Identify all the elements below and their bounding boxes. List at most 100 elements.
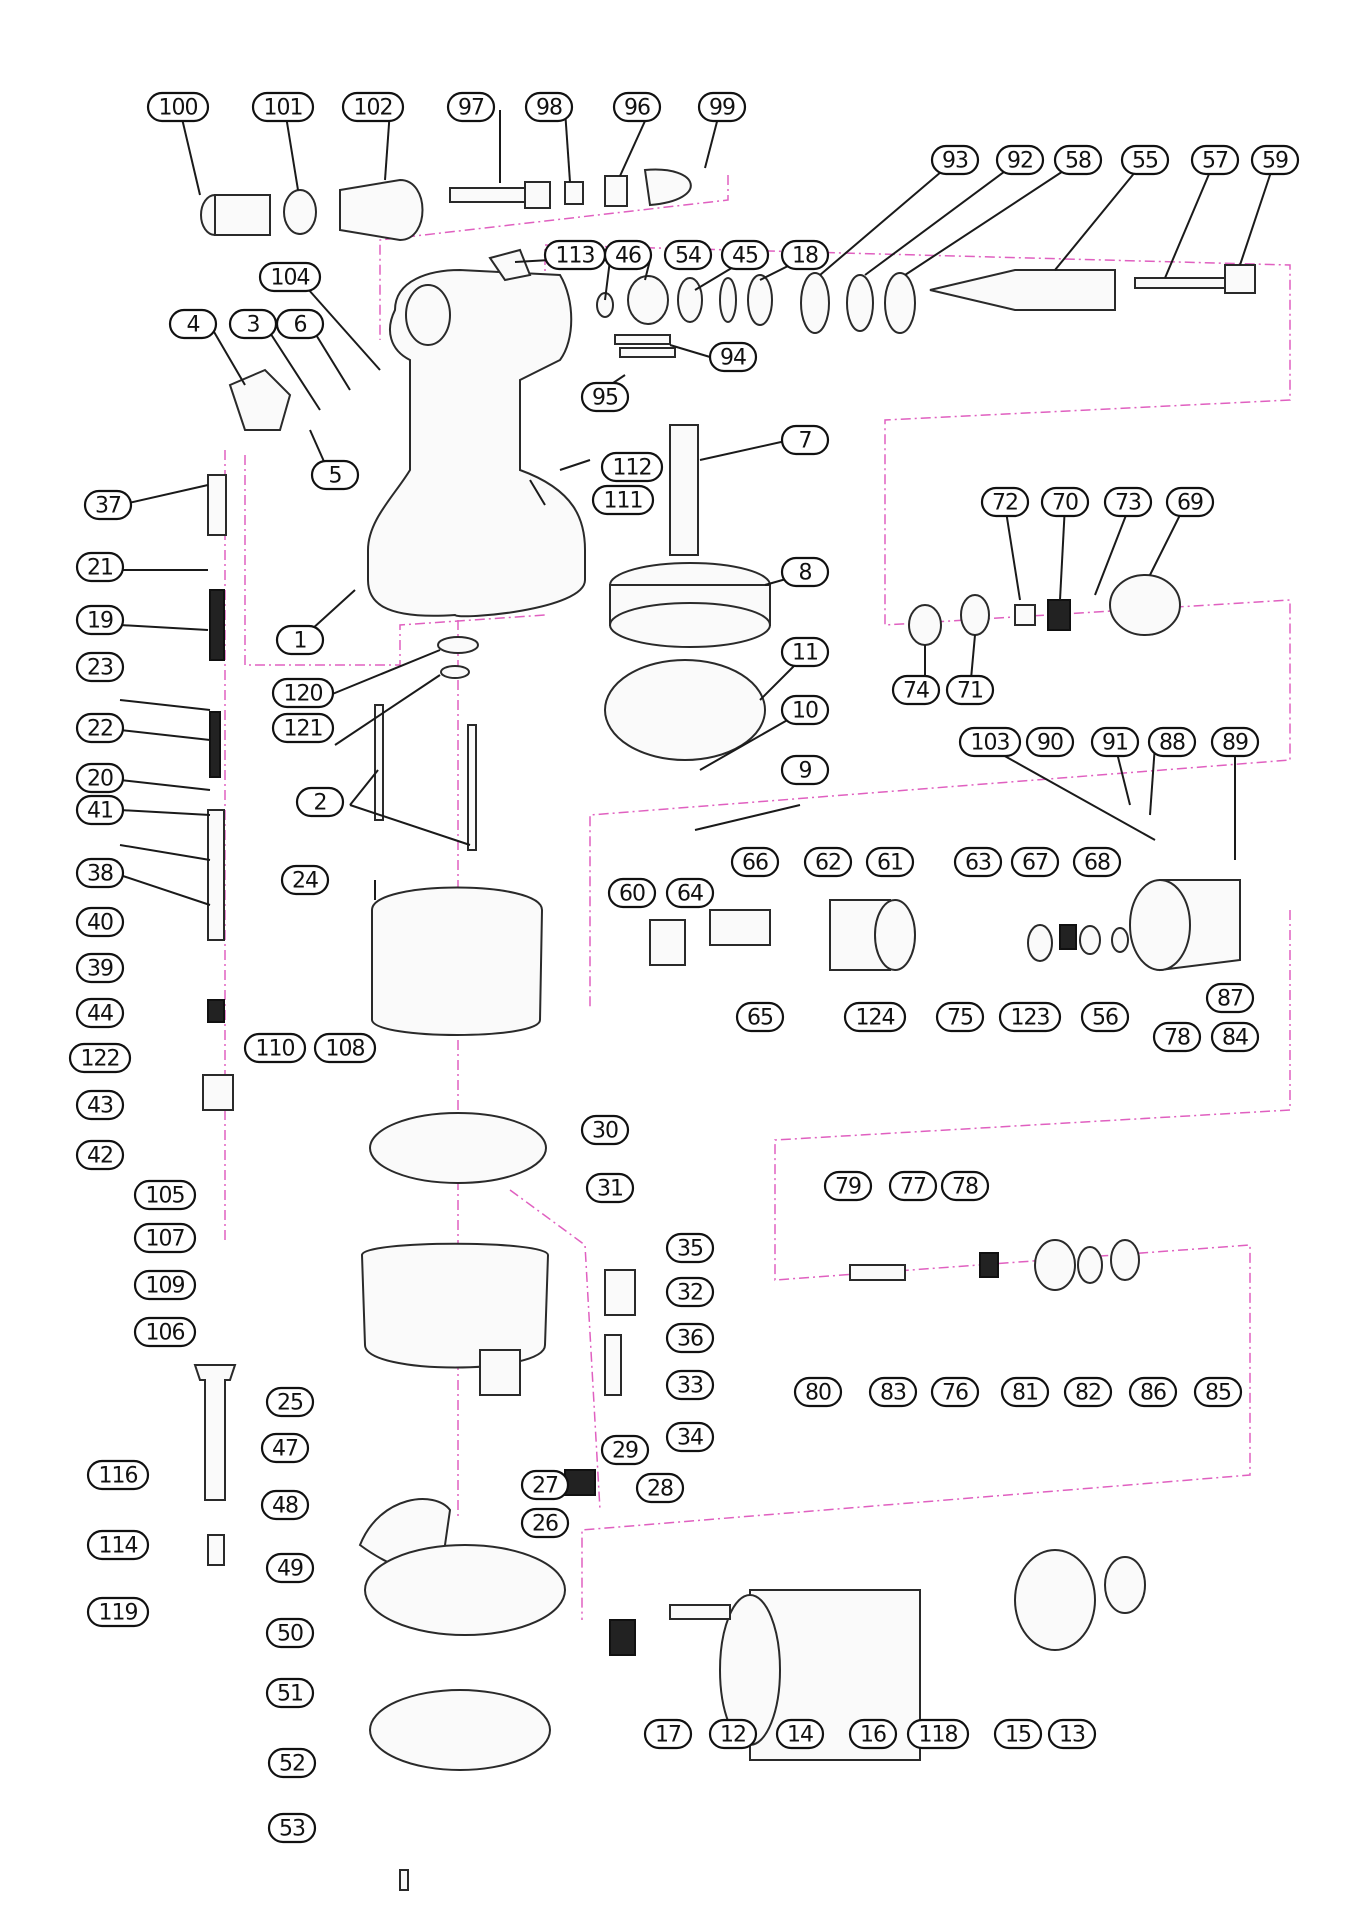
callout-49: 49 (265, 1552, 315, 1584)
callout-badge-outline (591, 484, 655, 516)
callout-number: 30 (592, 1119, 618, 1144)
callout-badge-outline (265, 1552, 315, 1584)
callout-number: 59 (1262, 149, 1288, 174)
callout-badge-outline (643, 1718, 693, 1750)
callout-number: 52 (279, 1752, 305, 1777)
callout-number: 118 (919, 1723, 958, 1748)
callout-81: 81 (1000, 1376, 1050, 1408)
callout-55: 55 (1120, 144, 1170, 176)
callout-badge-outline (146, 91, 210, 123)
callout-badge-outline (1165, 486, 1215, 518)
callout-67: 67 (1010, 846, 1060, 878)
callout-number: 103 (971, 731, 1010, 756)
callout-42: 42 (75, 1139, 125, 1171)
callout-number: 10 (792, 699, 818, 724)
callout-badge-outline (793, 1376, 843, 1408)
callout-number: 1 (294, 629, 307, 654)
callout-number: 8 (799, 561, 812, 586)
callout-number: 28 (647, 1477, 673, 1502)
callout-badge-outline (635, 1472, 685, 1504)
callout-number: 12 (720, 1723, 746, 1748)
callout-93: 93 (930, 144, 980, 176)
callout-number: 89 (1222, 731, 1248, 756)
callout-badge-outline (580, 1114, 630, 1146)
callout-badge-outline (75, 857, 125, 889)
callout-number: 75 (947, 1006, 973, 1031)
callout-badge-outline (446, 91, 496, 123)
callout-badge-outline (265, 1386, 315, 1418)
callout-66: 66 (730, 846, 780, 878)
callout-number: 110 (256, 1037, 295, 1062)
callout-78: 78 (940, 1170, 990, 1202)
callout-number: 57 (1202, 149, 1228, 174)
callout-badge-outline (86, 1596, 150, 1628)
callout-badge-outline (930, 144, 980, 176)
callout-badge-outline (1010, 846, 1060, 878)
callout-number: 62 (815, 851, 841, 876)
callout-number: 26 (532, 1512, 558, 1537)
callout-badge-outline (313, 1032, 377, 1064)
callout-24: 24 (280, 864, 330, 896)
callout-17: 17 (643, 1718, 693, 1750)
callout-badge-outline (665, 1421, 715, 1453)
callout-35: 35 (665, 1232, 715, 1264)
callout-badge-outline (697, 91, 747, 123)
callout-number: 54 (675, 244, 701, 269)
callout-badge-outline (75, 794, 125, 826)
callout-badge-outline (1063, 1376, 1113, 1408)
callout-number: 105 (146, 1184, 185, 1209)
callout-number: 27 (532, 1474, 558, 1499)
callout-36: 36 (665, 1322, 715, 1354)
callout-5: 5 (310, 459, 360, 491)
callout-badge-outline (865, 846, 915, 878)
callout-116: 116 (86, 1459, 150, 1491)
callout-92: 92 (995, 144, 1045, 176)
callout-number: 69 (1177, 491, 1203, 516)
callout-badge-outline (83, 489, 133, 521)
callout-number: 79 (835, 1175, 861, 1200)
callout-number: 113 (556, 244, 595, 269)
callout-badge-outline (271, 677, 335, 709)
callout-badge-outline (780, 754, 830, 786)
callout-badge-outline (265, 1617, 315, 1649)
callout-badge-outline (1080, 1001, 1130, 1033)
callout-number: 120 (284, 682, 323, 707)
callout-badge-outline (243, 1032, 307, 1064)
callout-77: 77 (888, 1170, 938, 1202)
callout-37: 37 (83, 489, 133, 521)
callout-badge-outline (1053, 144, 1103, 176)
callout-30: 30 (580, 1114, 630, 1146)
callout-number: 13 (1059, 1723, 1085, 1748)
callout-123: 123 (998, 1001, 1062, 1033)
callout-80: 80 (793, 1376, 843, 1408)
callout-58: 58 (1053, 144, 1103, 176)
callout-78: 78 (1152, 1021, 1202, 1053)
callout-badge-outline (133, 1269, 197, 1301)
callout-badge-outline (940, 1170, 990, 1202)
callout-badge-outline (168, 308, 218, 340)
callout-badge-outline (730, 846, 780, 878)
callout-number: 19 (87, 609, 113, 634)
callout-badge-outline (665, 1369, 715, 1401)
callout-badge-outline (1000, 1376, 1050, 1408)
callout-104: 104 (258, 261, 322, 293)
callout-97: 97 (446, 91, 496, 123)
callout-number: 111 (604, 489, 643, 514)
callout-number: 34 (677, 1426, 703, 1451)
callout-87: 87 (1205, 982, 1255, 1014)
callout-number: 3 (247, 313, 260, 338)
callout-number: 70 (1052, 491, 1078, 516)
callout-22: 22 (75, 712, 125, 744)
callout-number: 63 (965, 851, 991, 876)
callout-badge-outline (1205, 982, 1255, 1014)
callout-badge-outline (275, 308, 325, 340)
callout-110: 110 (243, 1032, 307, 1064)
callout-number: 98 (536, 96, 562, 121)
callout-12: 12 (708, 1718, 758, 1750)
callout-99: 99 (697, 91, 747, 123)
callout-11: 11 (780, 636, 830, 668)
callout-badge-outline (75, 906, 125, 938)
callout-number: 123 (1011, 1006, 1050, 1031)
callout-badge-outline (260, 1432, 310, 1464)
